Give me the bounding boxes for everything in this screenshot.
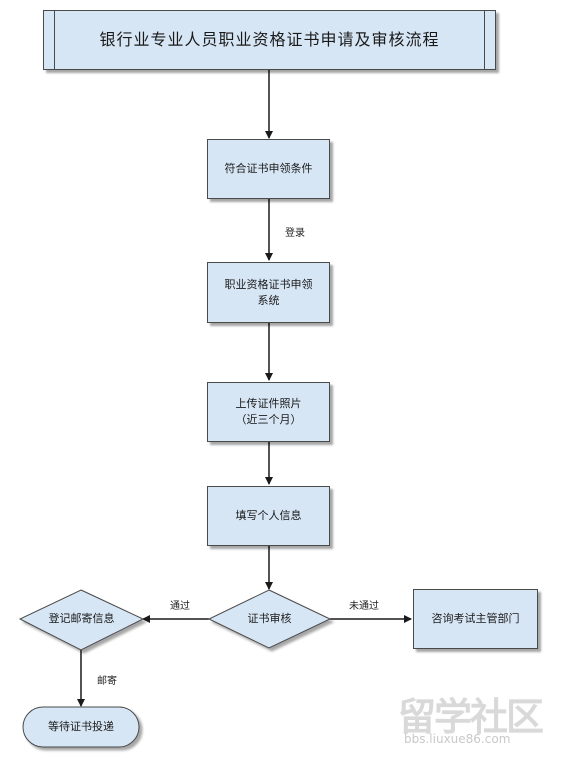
step-await-delivery: 等待证书投递 bbox=[23, 707, 139, 747]
step-consult: 咨询考试主管部门 bbox=[413, 589, 538, 649]
step-personal-info-label: 填写个人信息 bbox=[235, 509, 302, 522]
flowchart-title: 银行业专业人员职业资格证书申请及审核流程 bbox=[43, 10, 496, 70]
watermark-url: bbs.liuxue86.com bbox=[404, 732, 511, 746]
step-await-delivery-label: 等待证书投递 bbox=[48, 720, 114, 733]
step-system: 职业资格证书申领 系统 bbox=[207, 262, 330, 323]
step-register-mail-label: 登记邮寄信息 bbox=[48, 612, 115, 625]
watermark-text: 留学社区 bbox=[398, 695, 544, 739]
step-consult-label: 咨询考试主管部门 bbox=[431, 612, 520, 625]
edge-label-pass: 通过 bbox=[170, 601, 190, 612]
step-register-mail: 登记邮寄信息 bbox=[20, 604, 143, 634]
step-conditions: 符合证书申领条件 bbox=[207, 139, 330, 199]
edge-label-login: 登录 bbox=[285, 228, 305, 239]
review-diamond-shape bbox=[207, 589, 332, 649]
step-conditions-label: 符合证书申领条件 bbox=[224, 162, 313, 175]
step-system-label: 职业资格证书申领 系统 bbox=[224, 277, 313, 307]
step-review-label: 证书审核 bbox=[247, 612, 292, 625]
step-review: 证书审核 bbox=[209, 604, 330, 634]
flowchart-title-text: 银行业专业人员职业资格证书申请及审核流程 bbox=[99, 30, 440, 49]
watermark-logo: 留学社区 bbs.liuxue86.com bbox=[398, 686, 558, 752]
step-personal-info: 填写个人信息 bbox=[207, 486, 330, 546]
edge-label-fail: 未通过 bbox=[349, 601, 379, 612]
step-upload-photo: 上传证件照片 （近三个月） bbox=[207, 382, 330, 442]
register-mail-diamond-shape bbox=[18, 589, 145, 651]
step-upload-photo-label: 上传证件照片 （近三个月） bbox=[235, 397, 302, 426]
await-delivery-terminal-shape bbox=[22, 706, 140, 748]
edge-label-mail: 邮寄 bbox=[97, 676, 117, 687]
